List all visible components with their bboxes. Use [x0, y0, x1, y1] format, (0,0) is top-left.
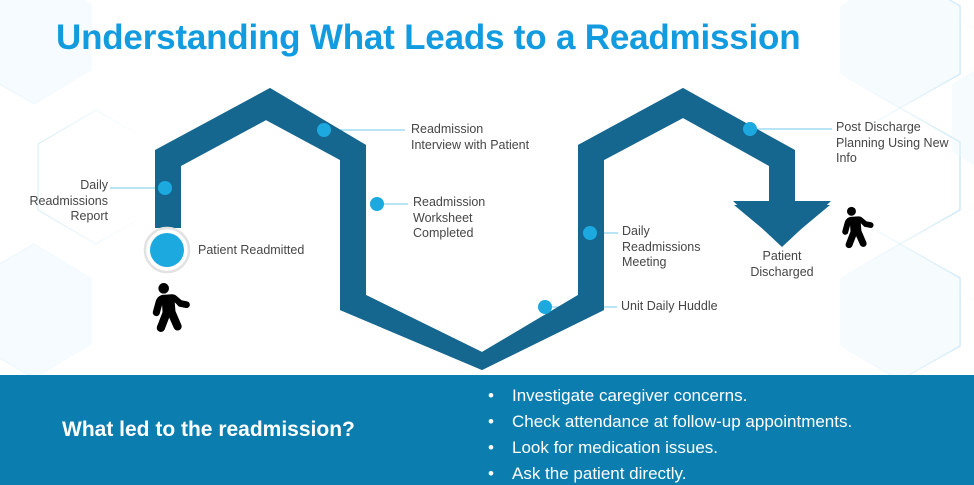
banner-bullet-list: • Investigate caregiver concerns. • Chec… — [480, 383, 852, 485]
arrow-up-2 — [578, 88, 683, 310]
list-item: • Look for medication issues. — [480, 435, 852, 461]
label-daily-readmissions-report: Daily Readmissions Report — [29, 178, 108, 223]
page-title: Understanding What Leads to a Readmissio… — [56, 18, 801, 57]
label-patient-discharged: Patient Discharged — [750, 249, 814, 279]
walking-person-icon — [842, 206, 874, 249]
dot-readmission-worksheet — [370, 197, 384, 211]
list-item: • Check attendance at follow-up appointm… — [480, 409, 852, 435]
list-item-label: Ask the patient directly. — [512, 464, 687, 483]
list-item-label: Investigate caregiver concerns. — [512, 386, 748, 405]
bullet-glyph: • — [488, 438, 494, 457]
bullet-glyph: • — [488, 412, 494, 431]
list-item-label: Look for medication issues. — [512, 438, 718, 457]
list-item: • Ask the patient directly. — [480, 461, 852, 485]
bullet-glyph: • — [488, 386, 494, 405]
walking-person-icon — [152, 283, 190, 332]
arrow-up-1 — [155, 88, 270, 166]
milestone-dots — [158, 122, 757, 314]
patient-readmitted-marker — [143, 226, 191, 274]
dot-daily-readmissions-meeting — [583, 226, 597, 240]
banner-heading: What led to the readmission? — [62, 418, 355, 441]
dot-post-discharge-planning — [743, 122, 757, 136]
dot-readmission-interview — [317, 123, 331, 137]
arrow-head-neck — [769, 160, 795, 205]
dot-daily-readmissions-report — [158, 181, 172, 195]
label-readmission-interview: Readmission Interview with Patient — [411, 122, 530, 152]
arrow-valley-2 — [482, 295, 604, 370]
bullet-glyph: • — [488, 464, 494, 483]
summary-banner: What led to the readmission? • Investiga… — [0, 375, 974, 485]
arrow-valley — [340, 295, 482, 370]
label-daily-readmissions-meeting: Daily Readmissions Meeting — [622, 224, 701, 269]
label-readmission-worksheet: Readmission Worksheet Completed — [413, 195, 486, 240]
arrow-segments — [155, 88, 831, 370]
list-item-label: Check attendance at follow-up appointmen… — [512, 412, 853, 431]
label-patient-readmitted: Patient Readmitted — [198, 243, 305, 257]
arrow-down-1 — [270, 88, 366, 310]
readmission-process-diagram — [110, 88, 874, 370]
label-unit-daily-huddle: Unit Daily Huddle — [621, 299, 718, 313]
dot-unit-daily-huddle — [538, 300, 552, 314]
list-item: • Investigate caregiver concerns. — [480, 383, 852, 409]
label-post-discharge-planning: Post Discharge Planning Using New Info — [836, 120, 949, 165]
arrow-down-2 — [683, 88, 795, 203]
arrow-head — [733, 201, 831, 247]
